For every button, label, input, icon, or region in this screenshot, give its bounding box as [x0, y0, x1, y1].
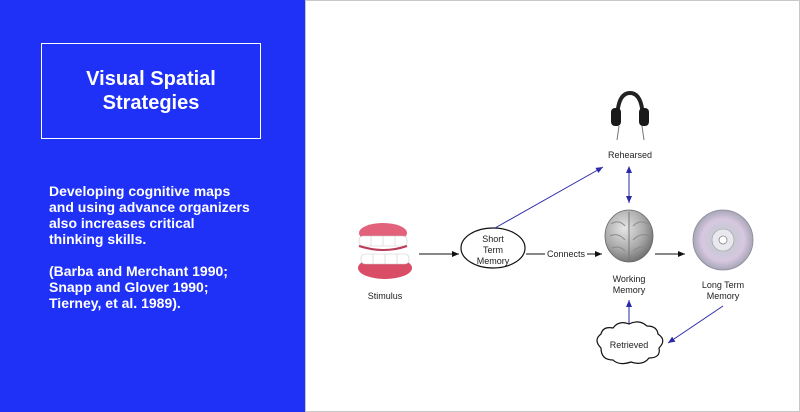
- longterm-label-1: Long Term: [702, 280, 744, 290]
- short-term-memory-oval: [460, 227, 526, 269]
- brain-icon: [604, 209, 654, 263]
- arrow-stm-to-rehearsed: [494, 166, 604, 229]
- connects-label: Connects: [547, 249, 586, 259]
- body-text: Developing cognitive maps and using adva…: [49, 183, 289, 311]
- citation-line-3: Tierney, et al. 1989).: [49, 295, 181, 311]
- body-line-2: and using advance organizers: [49, 199, 250, 215]
- stm-label-3: Memory: [477, 256, 510, 266]
- stm-label-1: Short: [482, 234, 504, 244]
- headphones-icon: [611, 90, 649, 141]
- teeth-icon: [358, 223, 412, 279]
- short-term-memory-node: Short Term Memory: [460, 227, 526, 269]
- working-label-1: Working: [613, 274, 646, 284]
- longterm-label-2: Memory: [707, 291, 740, 301]
- title-box: Visual Spatial Strategies: [41, 43, 261, 139]
- citation-line-1: (Barba and Merchant 1990;: [49, 263, 228, 279]
- memory-diagram: Stimulus Short Term Memory Connects Rehe…: [358, 90, 754, 365]
- title-line-2: Strategies: [102, 92, 200, 114]
- stimulus-label: Stimulus: [368, 291, 403, 301]
- left-panel: Visual Spatial Strategies Developing cog…: [0, 0, 305, 412]
- body-line-4: thinking skills.: [49, 231, 147, 247]
- rehearsed-label: Rehearsed: [608, 150, 652, 160]
- body-line-1: Developing cognitive maps: [49, 183, 231, 199]
- working-label-2: Memory: [613, 285, 646, 295]
- retrieved-label: Retrieved: [610, 340, 649, 350]
- citation-line-2: Snapp and Glover 1990;: [49, 279, 209, 295]
- stm-label-2: Term: [483, 245, 503, 255]
- arrow-longterm-to-retrieved: [667, 305, 724, 344]
- cd-disc-icon: [692, 209, 754, 271]
- retrieved-cloud: Retrieved: [596, 321, 664, 365]
- diagram-panel: Stimulus Short Term Memory Connects Rehe…: [305, 0, 800, 412]
- body-line-3: also increases critical: [49, 215, 195, 231]
- title-line-1: Visual Spatial: [86, 68, 216, 90]
